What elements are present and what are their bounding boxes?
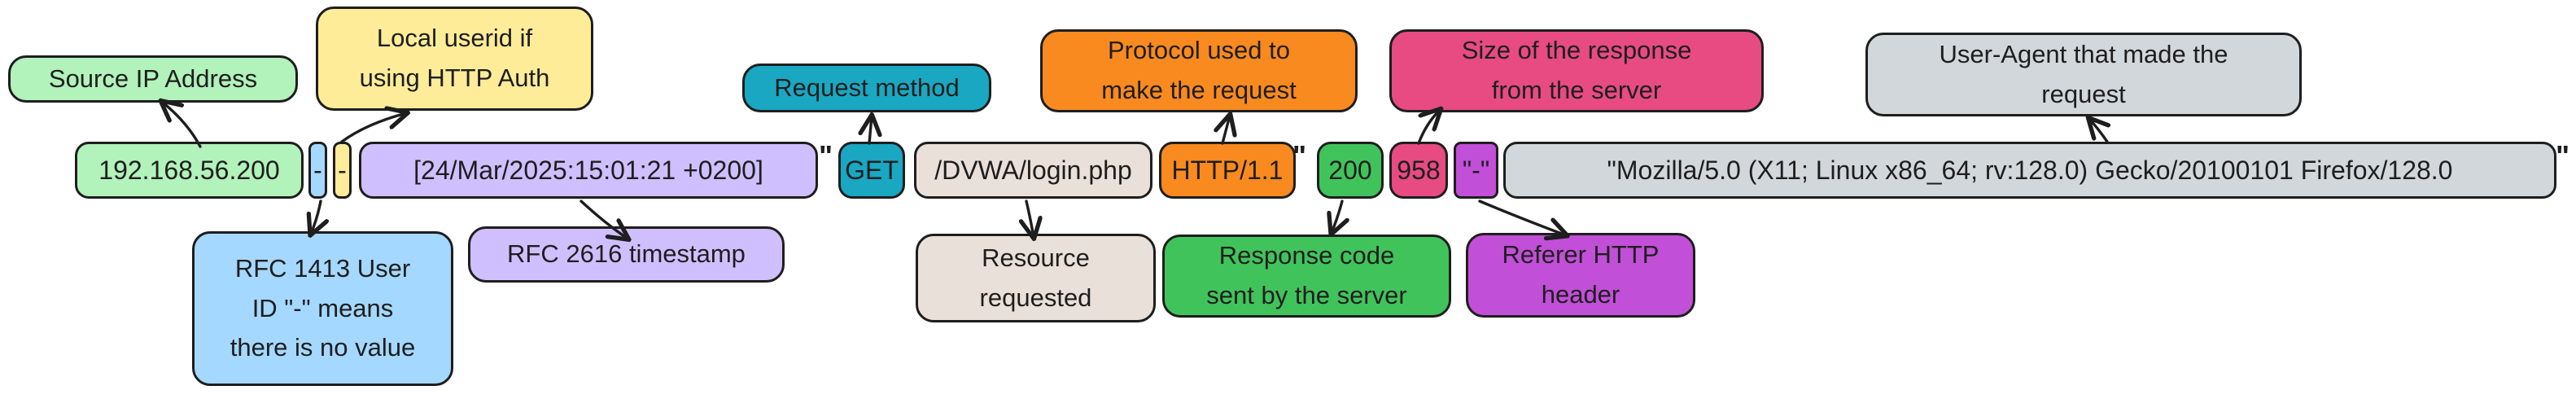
- label-referer-header: Referer HTTP header: [1466, 233, 1695, 318]
- log-segment-rfc1413-userid: -: [308, 142, 327, 199]
- label-source-ip: Source IP Address: [8, 55, 298, 103]
- label-request-method: Request method: [742, 64, 991, 112]
- log-segment-user-agent: "Mozilla/5.0 (X11; Linux x86_64; rv:128.…: [1503, 142, 2556, 199]
- log-segment-response-size: 958: [1389, 142, 1448, 199]
- label-response-code: Response code sent by the server: [1162, 235, 1451, 318]
- arrow-request-method: [869, 116, 872, 145]
- arrow-referer: [1478, 200, 1566, 235]
- arrow-response-size: [1417, 110, 1440, 145]
- arrow-source-ip: [162, 102, 202, 148]
- log-segment-resource: /DVWA/login.php: [914, 142, 1152, 199]
- label-rfc2616-timestamp: RFC 2616 timestamp: [468, 226, 785, 283]
- arrow-local-userid: [340, 113, 406, 143]
- log-segment-timestamp: [24/Mar/2025:15:01:21 +0200]: [359, 142, 818, 199]
- close-quote: ": [1292, 139, 1307, 173]
- end-quote: ": [2556, 139, 2570, 173]
- arrow-rfc1413: [311, 200, 321, 234]
- arrow-protocol: [1222, 116, 1230, 145]
- label-local-userid: Local userid if using HTTP Auth: [316, 7, 593, 111]
- log-segment-protocol: HTTP/1.1: [1159, 142, 1296, 199]
- label-protocol: Protocol used to make the request: [1040, 29, 1358, 112]
- arrow-user-agent: [2089, 119, 2107, 143]
- label-resource-requested: Resource requested: [916, 234, 1156, 322]
- log-segment-local-userid: -: [333, 142, 352, 199]
- log-segment-referer: "-": [1454, 142, 1498, 199]
- log-segment-status-code: 200: [1317, 142, 1384, 199]
- open-quote: ": [819, 139, 833, 173]
- log-segment-source-ip: 192.168.56.200: [75, 142, 304, 199]
- arrow-response-code: [1332, 200, 1342, 233]
- arrow-resource: [1026, 200, 1034, 237]
- label-rfc1413-userid: RFC 1413 User ID "-" means there is no v…: [192, 231, 453, 386]
- log-segment-method: GET: [838, 142, 905, 199]
- label-user-agent: User-Agent that made the request: [1865, 33, 2302, 116]
- label-response-size: Size of the response from the server: [1389, 29, 1764, 112]
